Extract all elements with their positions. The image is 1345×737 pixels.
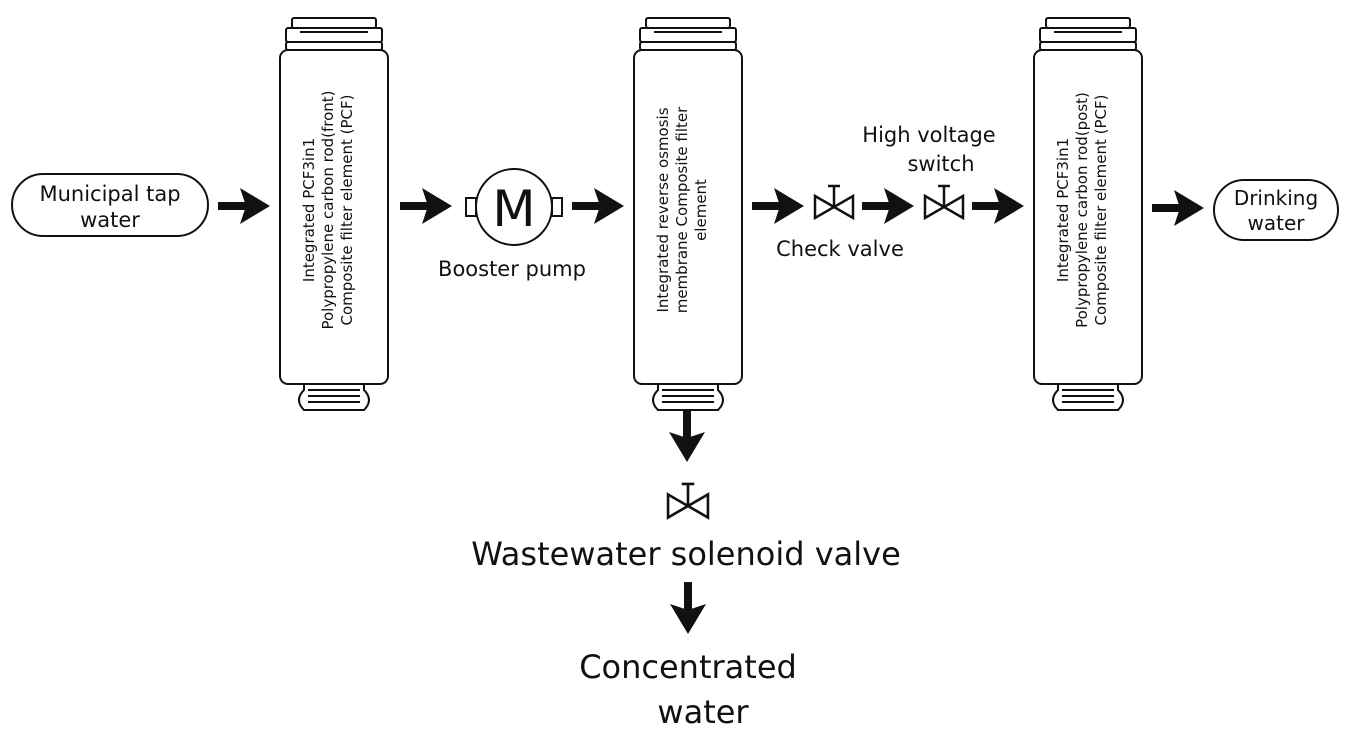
pump-motor-icon: M [465, 168, 563, 246]
waste-arrow-1 [669, 410, 705, 462]
waste-arrow-2 [670, 582, 706, 634]
post-filter-label-line3: Composite filter element (PCF) [1092, 95, 1110, 326]
booster-pump-label: Booster pump [438, 257, 586, 281]
source-label-line2: water [80, 208, 140, 232]
post-filter-label-line1: Integrated PCF3in1 [1054, 138, 1072, 282]
output-label-line2: water [1248, 211, 1306, 235]
check-valve: Check valve [776, 184, 904, 261]
ro-filter-label-line1: Integrated reverse osmosis [654, 107, 672, 312]
municipal-tap-water-node: Municipal tap water [11, 173, 209, 237]
flow-arrow-6 [972, 188, 1024, 224]
front-filter-label-line1: Integrated PCF3in1 [300, 138, 318, 282]
front-pcf-filter: Integrated PCF3in1 Polypropylene carbon … [279, 17, 389, 411]
high-voltage-switch: High voltage switch [862, 123, 996, 220]
flow-arrow-4 [752, 188, 804, 224]
flow-arrow-2 [400, 188, 452, 224]
post-pcf-filter: Integrated PCF3in1 Polypropylene carbon … [1033, 17, 1143, 411]
flow-arrow-1 [218, 188, 270, 224]
concentrated-label-line1: Concentrated [579, 648, 797, 686]
front-filter-label-line2: Polypropylene carbon rod(front) [319, 90, 337, 329]
check-valve-label: Check valve [776, 237, 904, 261]
source-label-line1: Municipal tap [39, 182, 180, 206]
check-valve-icon [813, 184, 855, 220]
drinking-water-node: Drinking water [1213, 179, 1339, 241]
wastewater-valve-icon [666, 482, 710, 519]
pump-symbol: M [492, 180, 535, 238]
flow-arrow-3 [572, 188, 624, 224]
hv-switch-label-line1: High voltage [862, 123, 995, 147]
concentrated-label-line2: water [657, 693, 749, 731]
post-filter-label-line2: Polypropylene carbon rod(post) [1073, 92, 1091, 328]
output-label-line1: Drinking [1234, 186, 1318, 210]
hv-switch-label-line2: switch [907, 152, 974, 176]
concentrated-water-node: Concentrated water [579, 648, 797, 731]
ro-filter-label-line2: membrane Composite filter [673, 106, 691, 313]
flow-arrow-7 [1152, 190, 1204, 226]
ro-membrane-filter: Integrated reverse osmosis membrane Comp… [633, 17, 743, 411]
front-filter-label-line3: Composite filter element (PCF) [338, 95, 356, 326]
flow-arrow-5 [862, 188, 914, 224]
wastewater-solenoid-valve: Wastewater solenoid valve [471, 482, 901, 573]
hv-switch-valve-icon [923, 184, 965, 220]
booster-pump: M Booster pump [438, 168, 586, 281]
wastewater-valve-label: Wastewater solenoid valve [471, 535, 901, 573]
ro-filter-label-line3: element [692, 179, 710, 241]
